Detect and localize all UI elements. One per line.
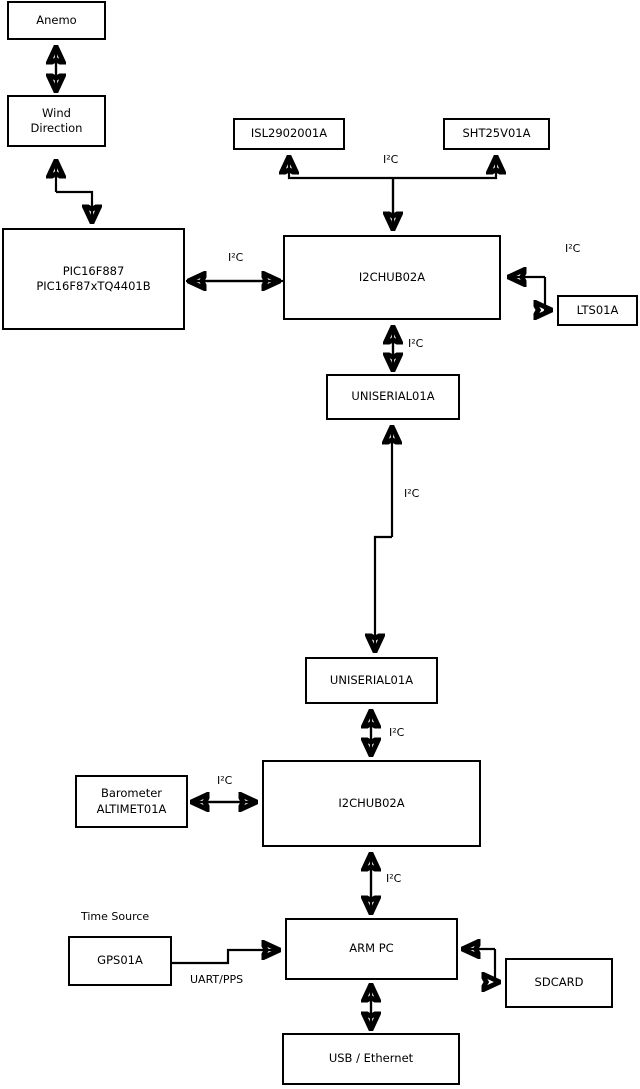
node-lts01a-label: LTS01A: [576, 302, 619, 317]
node-barometer-altimet01a-label: Barometer ALTIMET01A: [96, 786, 167, 816]
node-pic-mcu-label: PIC16F887 PIC16F87xTQ4401B: [36, 263, 151, 293]
node-uniserial01a-upper-label: UNISERIAL01A: [351, 389, 435, 404]
node-anemo[interactable]: Anemo: [7, 1, 106, 40]
edge-hubtop-lts: [510, 277, 550, 310]
node-wind-direction-label: Wind Direction: [30, 105, 83, 135]
node-isl2902001a-label: ISL2902001A: [250, 126, 328, 141]
node-i2chub02a-top[interactable]: I2CHUB02A: [283, 235, 501, 320]
node-anemo-label: Anemo: [36, 12, 77, 27]
node-lts01a[interactable]: LTS01A: [557, 295, 638, 326]
node-gps01a[interactable]: GPS01A: [68, 936, 172, 986]
node-pic-mcu[interactable]: PIC16F887 PIC16F87xTQ4401B: [2, 228, 185, 330]
edge-label-i2c-pic-hub: I²C: [228, 251, 244, 264]
node-sht25v01a[interactable]: SHT25V01A: [443, 118, 550, 150]
node-isl2902001a[interactable]: ISL2902001A: [233, 118, 345, 150]
edge-armpc-sdcard: [464, 949, 498, 982]
node-wind-direction[interactable]: Wind Direction: [7, 95, 106, 147]
edge-uniserial1-uniserial2: [375, 428, 392, 650]
node-arm-pc[interactable]: ARM PC: [285, 918, 458, 980]
node-usb-ethernet-label: USB / Ethernet: [328, 1051, 414, 1066]
node-i2chub02a-top-label: I2CHUB02A: [358, 269, 426, 284]
edge-hubtop-sensors-bus: [289, 158, 496, 228]
edge-label-uart-pps: UART/PPS: [190, 973, 244, 986]
node-uniserial01a-lower[interactable]: UNISERIAL01A: [305, 657, 438, 704]
node-gps01a-label: GPS01A: [97, 953, 143, 968]
edge-label-i2c-hub-armpc: I²C: [386, 872, 402, 885]
node-i2chub02a-bottom-label: I2CHUB02A: [338, 795, 405, 810]
edge-wind-pic: [56, 162, 92, 221]
label-time-source: Time Source: [81, 910, 150, 923]
edge-label-i2c-hub-uniserial: I²C: [408, 337, 424, 350]
edge-label-i2c-sensor-bus: I²C: [383, 153, 399, 166]
edge-label-i2c-uniserial-hub: I²C: [389, 726, 405, 739]
edge-label-i2c-uniserial-link: I²C: [404, 487, 420, 500]
node-sht25v01a-label: SHT25V01A: [462, 126, 531, 141]
node-i2chub02a-bottom[interactable]: I2CHUB02A: [262, 760, 481, 847]
node-barometer-altimet01a[interactable]: Barometer ALTIMET01A: [75, 775, 188, 828]
edge-label-i2c-barometer-hub: I²C: [217, 774, 233, 787]
node-uniserial01a-upper[interactable]: UNISERIAL01A: [326, 374, 460, 420]
node-uniserial01a-lower-label: UNISERIAL01A: [329, 672, 414, 687]
edge-gps-armpc: [172, 950, 278, 965]
node-sdcard[interactable]: SDCARD: [505, 958, 613, 1008]
node-usb-ethernet[interactable]: USB / Ethernet: [282, 1033, 460, 1085]
edge-label-i2c-hub-lts: I²C: [565, 242, 581, 255]
node-arm-pc-label: ARM PC: [349, 941, 394, 956]
node-sdcard-label: SDCARD: [534, 975, 584, 990]
